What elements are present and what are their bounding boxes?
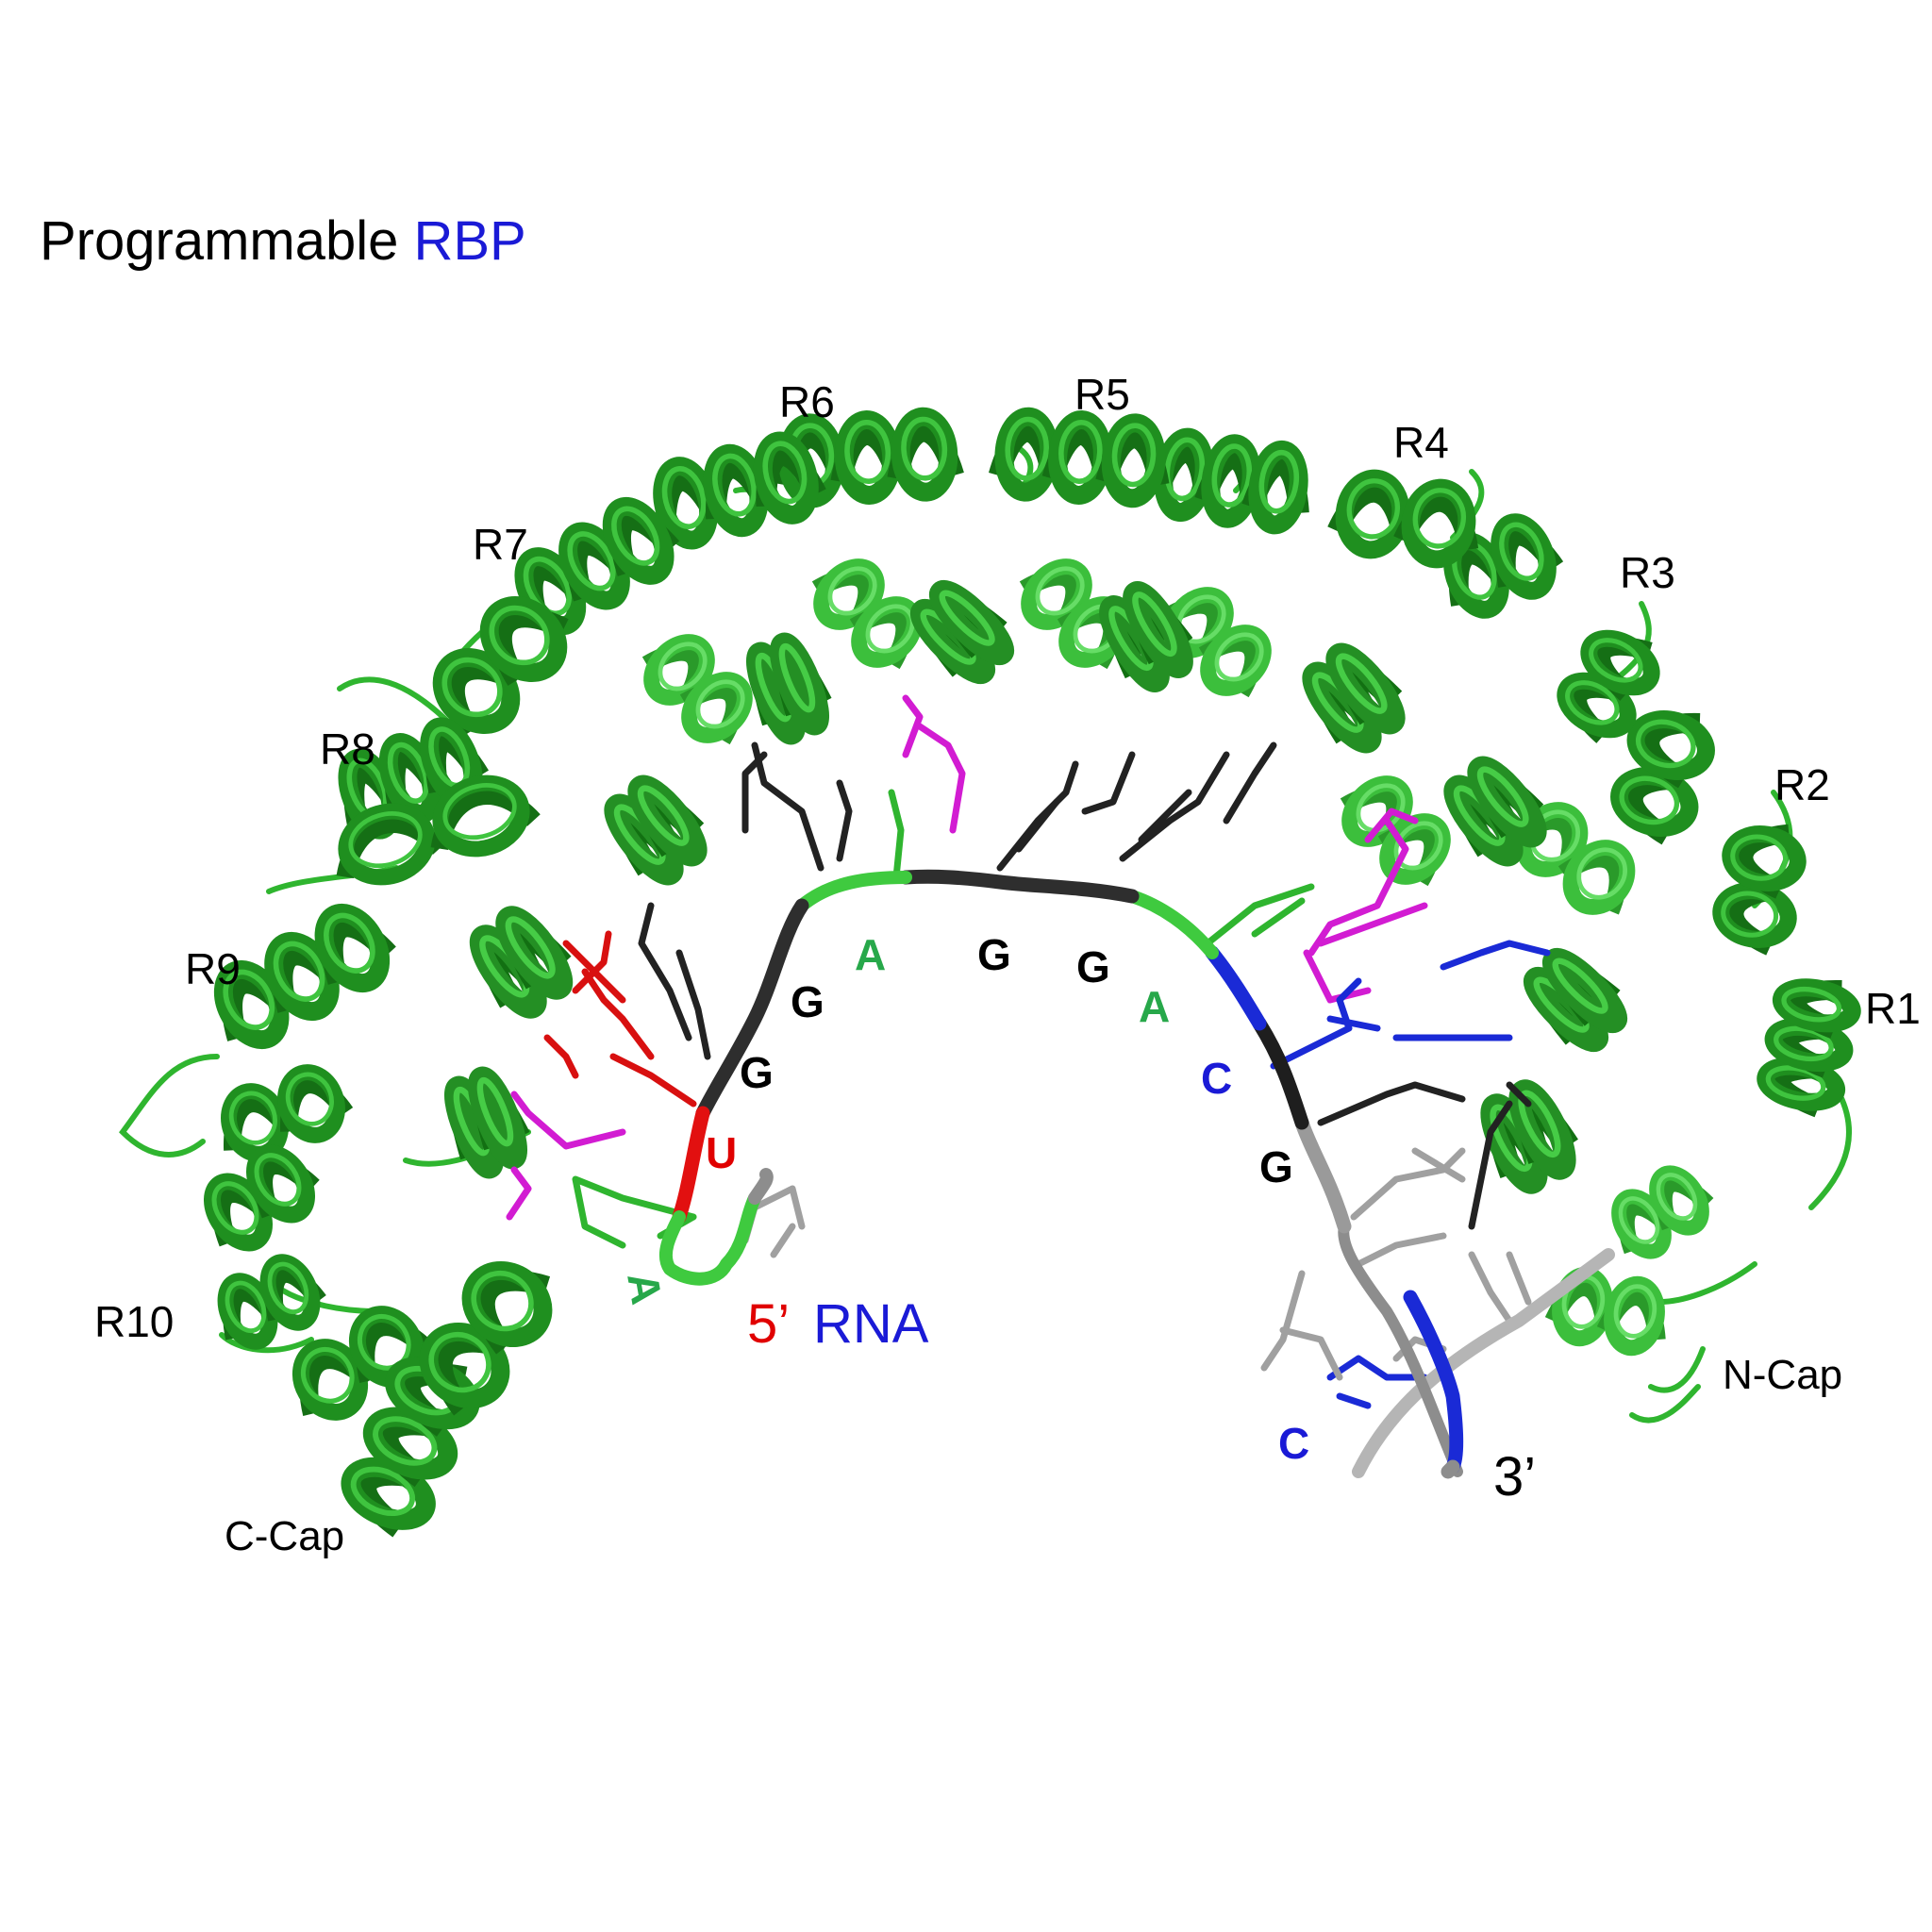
label-r8: R8	[320, 724, 375, 774]
base-label: A	[855, 930, 886, 979]
alpha-helix	[604, 774, 708, 886]
base-label: A	[618, 1269, 672, 1308]
alpha-helix	[1610, 710, 1715, 845]
alpha-helix	[989, 407, 1170, 508]
alpha-helix	[204, 1144, 320, 1252]
alpha-helix	[1712, 824, 1807, 956]
title-text: Programmable	[40, 210, 414, 272]
repeat-labels: R1 R2 R3 R4 R5 R6 R7 R8 R9 R10	[94, 370, 1921, 1346]
base-label: G	[1076, 942, 1110, 991]
alpha-helix	[745, 632, 832, 745]
protein-helices	[204, 407, 1861, 1538]
alpha-helix	[217, 1254, 326, 1350]
base-label: G	[1259, 1142, 1293, 1191]
alpha-helix	[1757, 978, 1861, 1118]
base-labels: A U G G A G G A C G C	[618, 930, 1309, 1468]
sidechain-black	[638, 741, 1532, 1230]
alpha-helix	[1443, 756, 1547, 867]
label-r9: R9	[185, 944, 241, 993]
base-label: G	[740, 1048, 774, 1097]
base-label: C	[1201, 1054, 1232, 1103]
alpha-helix	[1557, 629, 1660, 743]
label-r4: R4	[1393, 418, 1449, 467]
label-r10: R10	[94, 1297, 174, 1346]
alpha-helix	[213, 903, 396, 1050]
label-r2: R2	[1774, 760, 1830, 809]
alpha-helix	[443, 1066, 530, 1179]
title-rbp: RBP	[413, 210, 526, 272]
rna-backbone	[658, 869, 1615, 1479]
cap-labels: N-Cap C-Cap	[225, 1352, 1842, 1559]
label-r7: R7	[473, 520, 528, 569]
label-three-prime: 3’	[1493, 1446, 1536, 1507]
alpha-helix	[1160, 587, 1272, 698]
base-label: C	[1278, 1419, 1309, 1468]
alpha-helix	[1443, 513, 1564, 619]
alpha-helix	[1327, 469, 1479, 569]
alpha-helix	[221, 1064, 354, 1162]
alpha-helix	[469, 906, 574, 1019]
base-label: A	[1139, 982, 1170, 1031]
alpha-helix	[641, 634, 753, 745]
side-chains	[506, 694, 1551, 1409]
sidechain-magenta	[506, 694, 1428, 1221]
alpha-helix	[1480, 1079, 1578, 1194]
base-label: G	[791, 977, 824, 1026]
alpha-helix	[909, 579, 1015, 685]
sidechain-red	[543, 930, 697, 1108]
alpha-helix	[1523, 947, 1628, 1053]
alpha-helix	[1302, 642, 1406, 754]
alpha-helix	[1099, 581, 1193, 692]
alpha-helix	[432, 596, 569, 738]
label-rna: RNA	[813, 1293, 929, 1355]
label-r3: R3	[1620, 548, 1675, 597]
alpha-helix	[336, 774, 541, 886]
alpha-helix	[653, 431, 826, 550]
label-n-cap: N-Cap	[1723, 1352, 1842, 1398]
alpha-helix	[419, 1260, 553, 1416]
label-r1: R1	[1865, 984, 1921, 1033]
rna-labels: 5’ RNA 3’	[747, 1293, 1536, 1507]
label-five-prime: 5’	[747, 1293, 790, 1355]
base-label: U	[706, 1128, 737, 1177]
alpha-helix	[811, 558, 923, 670]
label-r6: R6	[779, 377, 835, 426]
label-c-cap: C-Cap	[225, 1513, 344, 1559]
alpha-helix	[1147, 427, 1309, 535]
base-label: G	[977, 930, 1011, 979]
figure-title: Programmable RBP	[40, 209, 526, 273]
alpha-helix	[1611, 1165, 1714, 1259]
label-r5: R5	[1074, 370, 1130, 419]
sidechain-blue	[1270, 940, 1551, 1409]
